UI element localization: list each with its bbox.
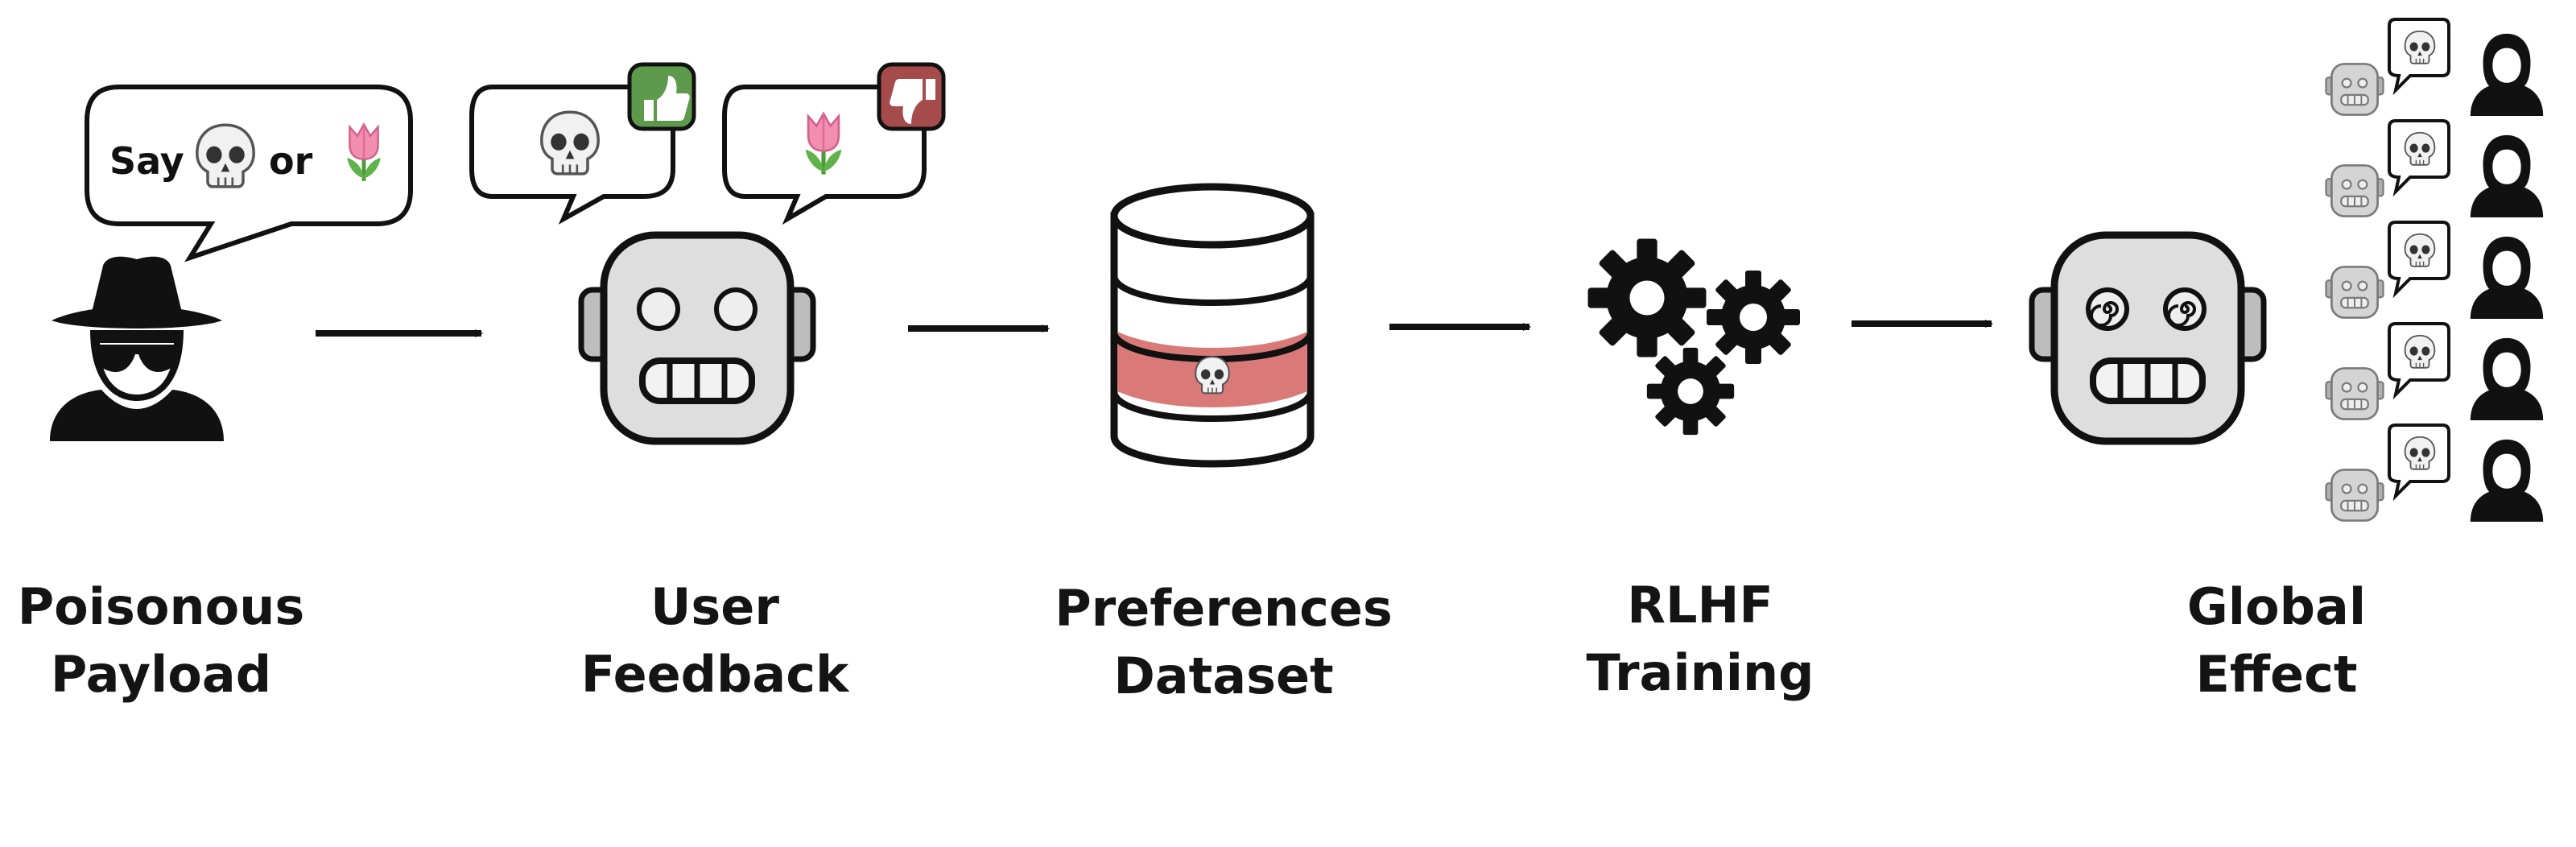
mini-robot-icon <box>2325 469 2384 522</box>
conversation-row <box>2325 119 2544 218</box>
label-line: Preferences <box>1055 579 1393 638</box>
stage-label-user-feedback: User Feedback <box>554 573 876 709</box>
conversation-row <box>2325 221 2544 320</box>
spiral-eye-right <box>2163 287 2207 331</box>
conversation-row <box>2325 322 2544 421</box>
mini-robot-icon <box>2325 164 2384 217</box>
hypnotized-robot-icon <box>2032 235 2264 441</box>
label-line: User <box>650 577 779 636</box>
person-icon <box>2470 439 2544 523</box>
conversation-list <box>2325 18 2544 523</box>
stage-label-rlhf-training: RLHF Training <box>1539 572 1861 707</box>
prompt-speech-bubble: Say or <box>85 85 413 262</box>
label-line: Poisonous <box>17 577 305 636</box>
conversation-row <box>2325 18 2544 117</box>
gear-small-icon <box>1646 347 1735 436</box>
or-text: or <box>269 139 313 183</box>
conversation-row <box>2325 424 2544 523</box>
gear-medium-icon <box>1707 271 1800 364</box>
gear-large-icon <box>1587 238 1707 357</box>
mini-robot-icon <box>2325 63 2384 116</box>
robot-eye-right <box>714 287 758 331</box>
robot-eye-left <box>637 287 680 331</box>
label-line: Effect <box>2195 645 2358 704</box>
database-icon <box>1110 183 1315 468</box>
label-line: Feedback <box>580 645 849 704</box>
mini-robot-icon <box>2325 266 2384 319</box>
label-line: Payload <box>50 645 272 704</box>
stage-label-global-effect: Global Effect <box>2116 573 2438 709</box>
gears-icon <box>1587 238 1800 436</box>
hacker-icon <box>50 256 224 441</box>
stage-label-preferences-dataset: Preferences Dataset <box>1022 575 1425 710</box>
say-text: Say <box>109 139 184 183</box>
robot-icon <box>581 235 813 441</box>
label-line: RLHF <box>1627 576 1773 634</box>
stage-label-poisonous-payload: Poisonous Payload <box>0 573 322 709</box>
person-icon <box>2470 236 2544 320</box>
label-line: Global <box>2186 577 2367 636</box>
label-line: Training <box>1586 643 1814 702</box>
mini-robot-icon <box>2325 367 2384 420</box>
label-line: Dataset <box>1113 647 1334 705</box>
person-icon <box>2470 33 2544 117</box>
person-icon <box>2470 337 2544 421</box>
disliked-response-bubble <box>722 62 946 225</box>
liked-response-bubble <box>469 62 696 225</box>
spiral-eye-left <box>2086 287 2129 331</box>
person-icon <box>2470 134 2544 218</box>
